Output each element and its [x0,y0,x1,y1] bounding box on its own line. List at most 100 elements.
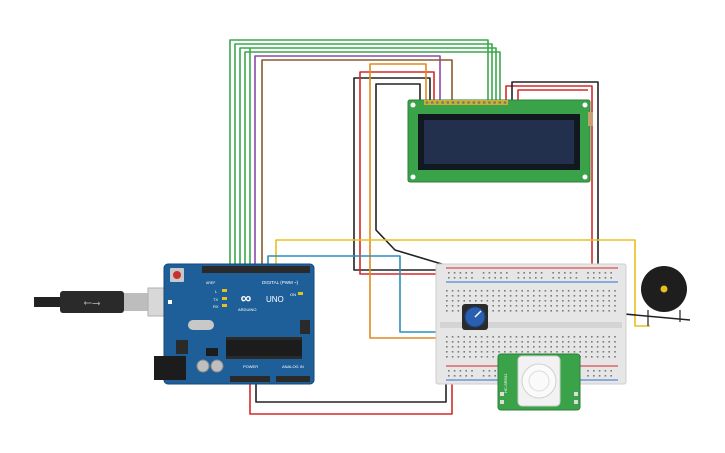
breadboard-hole[interactable] [521,305,523,307]
breadboard-hole[interactable] [538,310,541,312]
breadboard-hole[interactable] [562,346,564,348]
breadboard-hole[interactable] [538,346,541,348]
breadboard-hole[interactable] [480,341,483,343]
breadboard-hole[interactable] [608,336,610,338]
breadboard-hole[interactable] [469,336,471,338]
breadboard-hole[interactable] [602,305,605,307]
breadboard-hole[interactable] [585,305,587,307]
breadboard-hole[interactable] [504,300,506,302]
breadboard-hole[interactable] [463,336,465,338]
wire-green-1[interactable] [229,39,489,268]
breadboard-hole[interactable] [579,305,581,307]
breadboard-hole[interactable] [465,375,467,377]
breadboard-hole[interactable] [451,290,454,292]
breadboard-hole[interactable] [529,272,531,274]
breadboard-hole[interactable] [463,295,465,297]
breadboard-hole[interactable] [614,300,616,302]
breadboard-hole[interactable] [509,310,512,312]
breadboard-hole[interactable] [533,346,535,348]
breadboard-hole[interactable] [500,277,502,279]
breadboard-hole[interactable] [610,277,612,279]
breadboard-hole[interactable] [498,341,500,343]
breadboard-hole[interactable] [573,336,576,338]
breadboard-hole[interactable] [567,290,570,292]
breadboard-hole[interactable] [446,310,448,312]
breadboard-hole[interactable] [608,346,610,348]
breadboard-hole[interactable] [608,341,610,343]
breadboard-hole[interactable] [448,375,450,377]
wire-black-bottom[interactable] [255,376,447,403]
breadboard-hole[interactable] [488,277,491,279]
breadboard-hole[interactable] [446,351,448,353]
breadboard-hole[interactable] [596,290,599,292]
breadboard-hole[interactable] [509,336,512,338]
breadboard-hole[interactable] [598,375,601,377]
breadboard-hole[interactable] [556,290,558,292]
breadboard-hole[interactable] [556,346,558,348]
breadboard-hole[interactable] [608,310,610,312]
breadboard-hole[interactable] [602,351,605,353]
breadboard-hole[interactable] [504,351,506,353]
breadboard-hole[interactable] [498,346,500,348]
breadboard-hole[interactable] [453,272,456,274]
breadboard-hole[interactable] [471,370,473,372]
breadboard-hole[interactable] [562,341,564,343]
breadboard-hole[interactable] [544,290,547,292]
breadboard-hole[interactable] [480,351,483,353]
breadboard-hole[interactable] [552,277,554,279]
lcd-pin[interactable] [482,101,486,104]
breadboard-hole[interactable] [494,272,496,274]
usb-cable[interactable]: ⭠⭢ [34,287,171,317]
wire-purple[interactable] [254,55,441,268]
breadboard-hole[interactable] [480,295,483,297]
breadboard-hole[interactable] [591,351,593,353]
breadboard-hole[interactable] [453,375,456,377]
breadboard-hole[interactable] [608,351,610,353]
breadboard-hole[interactable] [538,341,541,343]
breadboard-hole[interactable] [451,305,454,307]
breadboard-hole[interactable] [602,356,605,358]
breadboard-hole[interactable] [596,305,599,307]
breadboard-hole[interactable] [596,300,599,302]
breadboard-hole[interactable] [544,310,547,312]
breadboard-hole[interactable] [469,300,471,302]
breadboard-hole[interactable] [448,370,450,372]
breadboard-hole[interactable] [459,272,462,274]
breadboard-hole[interactable] [527,290,529,292]
breadboard-hole[interactable] [593,370,595,372]
dc-power-jack[interactable] [154,356,186,380]
breadboard-hole[interactable] [569,272,572,274]
breadboard-hole[interactable] [523,272,525,274]
breadboard-hole[interactable] [465,272,467,274]
breadboard-hole[interactable] [509,300,512,302]
breadboard-hole[interactable] [587,272,589,274]
breadboard-hole[interactable] [498,336,500,338]
wire-lcd-red[interactable] [505,85,593,270]
lcd-pin[interactable] [425,101,429,104]
breadboard-hole[interactable] [494,370,496,372]
breadboard-hole[interactable] [504,295,506,297]
pir-sensor[interactable]: HC-SR501 [497,353,581,411]
breadboard-hole[interactable] [469,295,471,297]
breadboard-hole[interactable] [515,351,518,353]
breadboard-hole[interactable] [486,356,489,358]
breadboard-hole[interactable] [602,336,605,338]
breadboard-hole[interactable] [562,351,564,353]
breadboard-hole[interactable] [459,375,462,377]
breadboard-hole[interactable] [533,305,535,307]
breadboard-hole[interactable] [486,336,489,338]
breadboard-hole[interactable] [498,295,500,297]
breadboard-hole[interactable] [585,290,587,292]
breadboard-hole[interactable] [591,356,593,358]
breadboard-hole[interactable] [591,295,593,297]
breadboard-hole[interactable] [608,300,610,302]
breadboard-hole[interactable] [521,346,523,348]
breadboard-hole[interactable] [475,341,477,343]
breadboard-hole[interactable] [602,341,605,343]
breadboard-hole[interactable] [480,346,483,348]
breadboard-hole[interactable] [457,290,460,292]
breadboard-hole[interactable] [515,290,518,292]
breadboard-hole[interactable] [550,346,552,348]
breadboard-hole[interactable] [538,290,541,292]
breadboard-hole[interactable] [527,336,529,338]
